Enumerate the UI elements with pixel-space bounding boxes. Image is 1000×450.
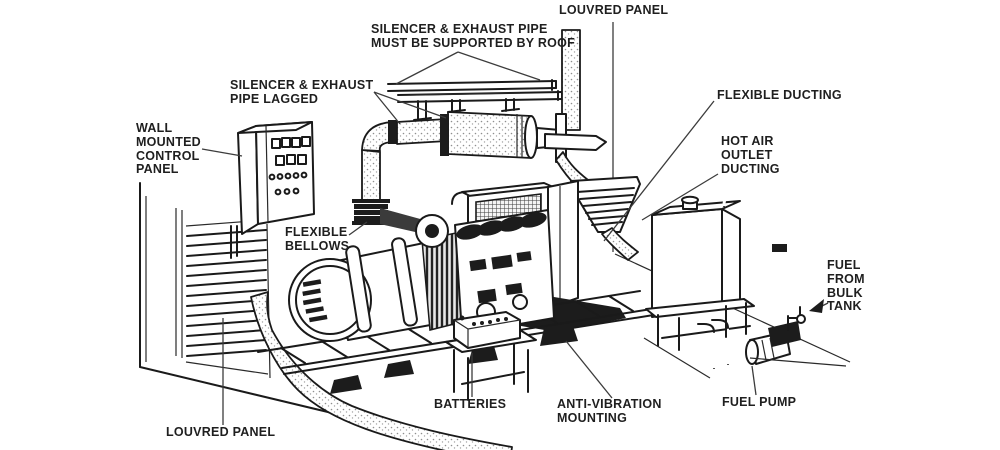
batteries-part <box>445 311 537 401</box>
panel-conduit <box>230 225 238 259</box>
filler-cap <box>681 195 699 210</box>
label-batteries: BATTERIES <box>434 397 507 411</box>
label-flexible-bellows: FLEXIBLE BELLOWS <box>285 225 350 253</box>
fuel-pipework <box>697 190 787 369</box>
flexible-duct-snake <box>601 227 639 261</box>
label-silencer-support: SILENCER & EXHAUST PIPE MUST BE SUPPORTE… <box>371 22 575 50</box>
hot-air-louvred-panel <box>570 176 641 233</box>
fuel-inlet-arrow-icon <box>809 299 824 313</box>
anti-vibration-mounts <box>330 323 578 394</box>
label-anti-vibration: ANTI-VIBRATION MOUNTING <box>557 397 662 425</box>
label-louvred-panel-top: LOUVRED PANEL <box>559 3 669 17</box>
fuel-pump-part <box>643 306 847 379</box>
label-fuel-from-bulk-tank: FUEL FROM BULK TANK <box>827 258 865 314</box>
silencer <box>440 111 561 159</box>
label-wall-mounted-panel: WALL MOUNTED CONTROL PANEL <box>136 121 201 177</box>
leader-lines <box>201 51 829 425</box>
panel-buttons <box>268 136 311 196</box>
cable-trench <box>250 291 513 450</box>
alternator <box>288 232 463 342</box>
vertical-lagged-pipe <box>561 29 581 131</box>
label-fuel-pump: FUEL PUMP <box>722 395 797 409</box>
flexible-bellows-part <box>352 199 390 225</box>
label-louvred-panel-bottom: LOUVRED PANEL <box>166 425 276 439</box>
fuel-tank <box>645 195 755 351</box>
left-louvred-panel <box>175 208 271 379</box>
label-hot-air-outlet-ducting: HOT AIR OUTLET DUCTING <box>721 134 780 176</box>
label-silencer-lagged: SILENCER & EXHAUST PIPE LAGGED <box>230 78 374 106</box>
control-panel <box>230 121 315 259</box>
engine <box>380 208 555 335</box>
label-flexible-ducting: FLEXIBLE DUCTING <box>717 88 842 102</box>
exhaust-pipe <box>361 118 448 203</box>
roof-beams <box>387 79 563 103</box>
